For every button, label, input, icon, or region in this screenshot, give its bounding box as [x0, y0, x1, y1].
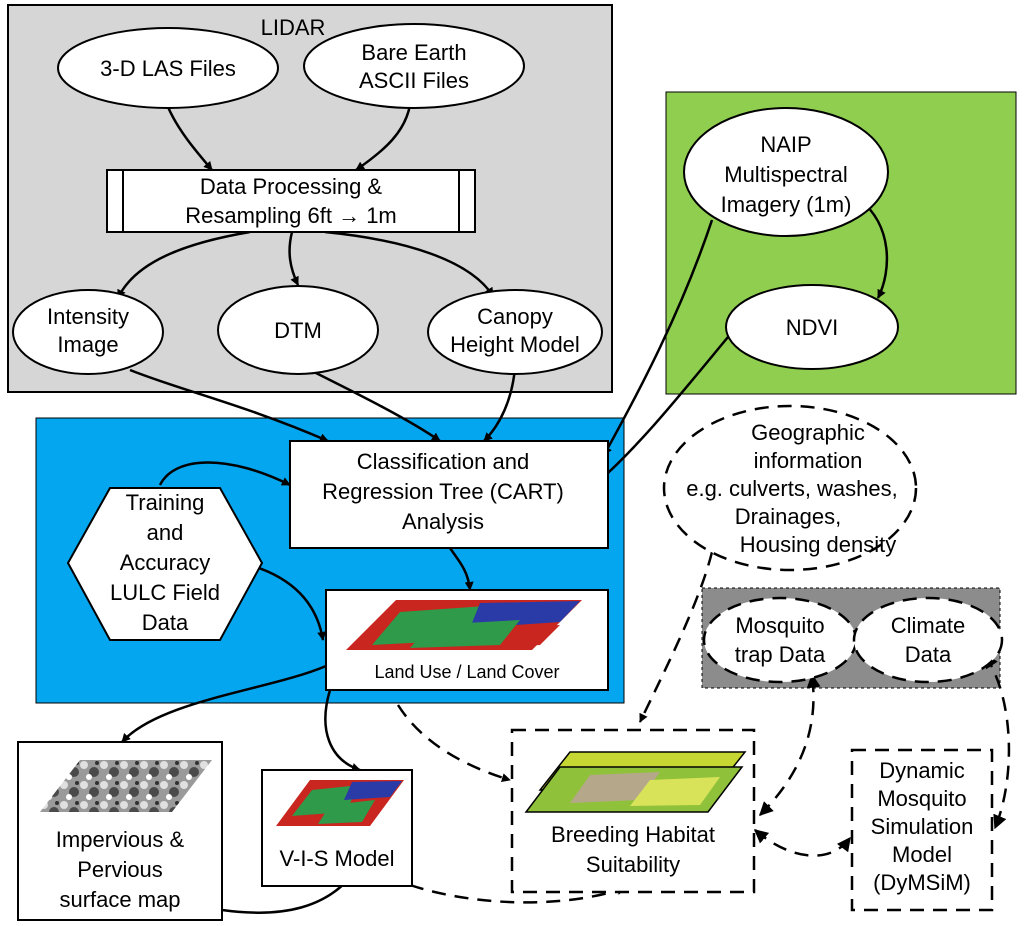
- training-label-line1: Training: [126, 490, 205, 515]
- canopy-label-line2: Height Model: [450, 332, 580, 357]
- impervious-map-thumbnail: [40, 760, 212, 812]
- node-data-processing[interactable]: Data Processing & Resampling 6ft → 1m: [106, 169, 476, 233]
- edge-canopy-to-cart: [483, 367, 517, 442]
- node-naip[interactable]: NAIP Multispectral Imagery (1m): [683, 107, 889, 237]
- training-label-line5: Data: [142, 610, 189, 635]
- edge-lulc-to-vis: [324, 689, 361, 772]
- dymsim-label-line2: Mosquito: [877, 786, 966, 811]
- edge-training-to-lulc: [249, 563, 327, 641]
- node-bare-earth[interactable]: Bare Earth ASCII Files: [303, 23, 525, 109]
- edge-ndvi-to-cart: [597, 336, 729, 483]
- node-land-use-land-cover[interactable]: Land Use / Land Cover: [325, 589, 609, 691]
- mosquito-trap-label-line1: Mosquito: [735, 613, 824, 638]
- lidar-panel-title: LIDAR: [261, 15, 326, 40]
- node-geographic-info[interactable]: Geographic information e.g. culverts, wa…: [662, 404, 918, 572]
- cart-label-line1: Classification and: [357, 449, 529, 474]
- edge-naip-to-cart: [602, 219, 714, 456]
- edge-cart-to-lulc: [448, 547, 474, 591]
- edge-lulc-to-habitat: [396, 704, 511, 782]
- dymsim-label-line5: (DyMSiM): [873, 870, 971, 895]
- edge-las-to-processing: [166, 106, 213, 171]
- node-ndvi[interactable]: NDVI: [725, 284, 899, 370]
- dymsim-label-line1: Dynamic: [879, 758, 965, 783]
- node-cart-analysis[interactable]: Classification and Regression Tree (CART…: [289, 440, 609, 549]
- geo-label-line5: Housing density: [740, 532, 897, 557]
- habitat-map-thumbnail: [524, 751, 747, 813]
- node-training-data[interactable]: Training and Accuracy LULC Field Data: [66, 487, 264, 641]
- habitat-label-line2: Suitability: [586, 852, 680, 877]
- node-impervious-surface-map[interactable]: Impervious & Pervious surface map: [17, 741, 223, 921]
- canopy-label-line1: Canopy: [477, 304, 553, 329]
- naip-label-line1: NAIP: [760, 132, 811, 157]
- las-files-label: 3-D LAS Files: [100, 56, 236, 81]
- cart-label-line3: Analysis: [402, 509, 484, 534]
- dymsim-label-line4: Model: [892, 842, 952, 867]
- edge-habitat-to-mosquito-trap: [759, 673, 821, 816]
- node-intensity-image[interactable]: Intensity Image: [12, 289, 164, 375]
- intensity-label-line2: Image: [57, 332, 118, 357]
- edge-bare-earth-to-processing: [355, 104, 412, 172]
- dashed-edges: [396, 551, 1011, 904]
- vis-label: V-I-S Model: [280, 846, 395, 871]
- edge-processing-to-intensity: [116, 230, 251, 299]
- edge-processing-to-canopy: [324, 230, 495, 297]
- edges: [116, 104, 889, 914]
- node-las-files[interactable]: 3-D LAS Files: [57, 27, 279, 109]
- edge-geo-to-habitat: [638, 551, 714, 723]
- geo-label-line4: Drainages,: [735, 504, 841, 529]
- training-label-line2: and: [147, 520, 184, 545]
- node-climate-data[interactable]: Climate Data: [852, 596, 1004, 684]
- habitat-label-line1: Breeding Habitat: [551, 822, 715, 847]
- geo-label-line3: e.g. culverts, washes,: [686, 476, 898, 501]
- node-dtm[interactable]: DTM: [217, 285, 379, 375]
- impervious-label-line2: Pervious: [77, 857, 163, 882]
- naip-label-line3: Imagery (1m): [721, 192, 852, 217]
- impervious-label-line1: Impervious &: [56, 827, 185, 852]
- naip-label-line2: Multispectral: [724, 162, 847, 187]
- lulc-label: Land Use / Land Cover: [374, 662, 559, 682]
- training-label-line4: LULC Field: [110, 580, 220, 605]
- ndvi-label: NDVI: [786, 315, 839, 340]
- data-processing-label-line2: Resampling 6ft → 1m: [185, 203, 397, 228]
- edge-habitat-to-dymsim: [753, 829, 852, 857]
- climate-label-line1: Climate: [891, 613, 966, 638]
- climate-label-line2: Data: [905, 642, 952, 667]
- node-dymsim[interactable]: Dynamic Mosquito Simulation Model (DyMSi…: [850, 748, 994, 912]
- geo-label-line1: Geographic: [751, 420, 865, 445]
- dymsim-label-line3: Simulation: [871, 814, 974, 839]
- edge-vis-to-habitat: [409, 883, 626, 904]
- edge-intensity-to-cart: [129, 368, 329, 443]
- edge-training-to-cart: [158, 461, 291, 487]
- intensity-label-line1: Intensity: [47, 304, 129, 329]
- bare-earth-label-line1: Bare Earth: [361, 40, 466, 65]
- node-mosquito-trap-data[interactable]: Mosquito trap Data: [702, 596, 858, 684]
- impervious-label-line3: surface map: [59, 887, 180, 912]
- edge-processing-to-dtm: [288, 231, 300, 286]
- edge-dtm-to-cart: [309, 368, 441, 443]
- node-vis-model[interactable]: V-I-S Model: [261, 769, 413, 887]
- dtm-label: DTM: [274, 318, 322, 343]
- cart-label-line2: Regression Tree (CART): [322, 479, 564, 504]
- lulc-map-thumbnail: [346, 600, 582, 650]
- edge-lulc-to-impervious: [121, 664, 327, 743]
- bare-earth-label-line2: ASCII Files: [359, 68, 469, 93]
- vis-map-thumbnail: [276, 780, 404, 826]
- geo-label-line2: information: [754, 448, 863, 473]
- node-breeding-habitat[interactable]: Breeding Habitat Suitability: [510, 728, 756, 894]
- data-processing-label-line1: Data Processing &: [200, 174, 383, 199]
- node-canopy-height-model[interactable]: Canopy Height Model: [427, 289, 603, 375]
- training-label-line3: Accuracy: [120, 550, 210, 575]
- mosquito-trap-label-line2: trap Data: [735, 642, 826, 667]
